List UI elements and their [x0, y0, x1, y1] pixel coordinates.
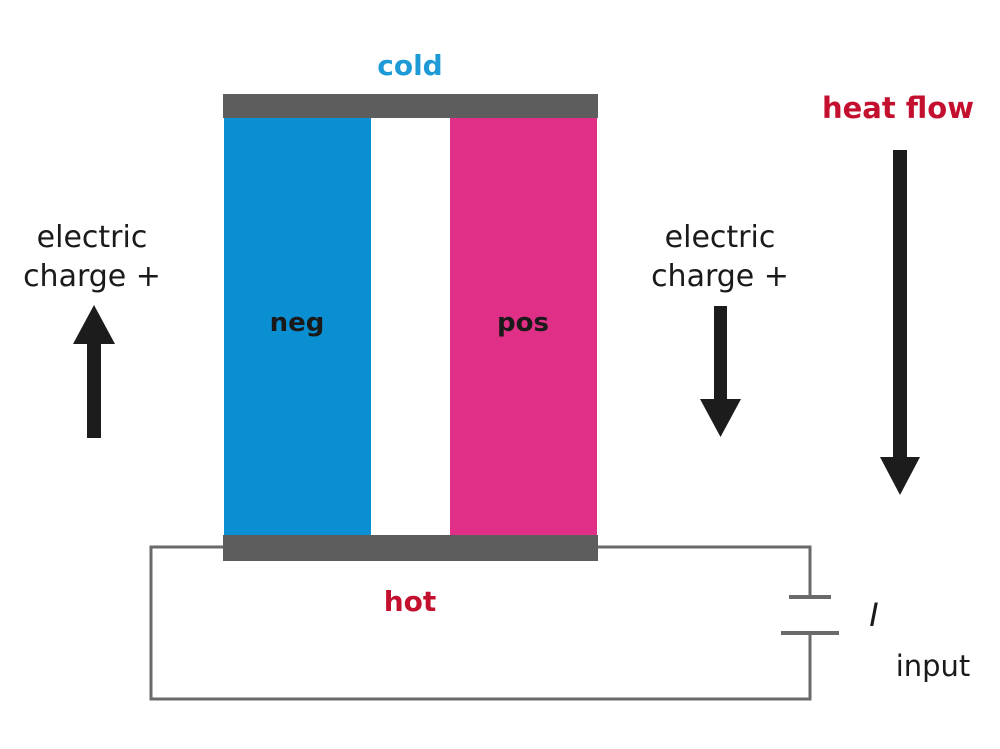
battery-symbol — [781, 595, 839, 635]
cold-label: cold — [377, 49, 442, 82]
wire-right-top — [596, 545, 812, 597]
right-charge-line2: charge + — [651, 259, 789, 294]
hot-label: hot — [384, 585, 437, 618]
left-charge-line1: electric — [37, 220, 148, 255]
heat-flow-label: heat flow — [822, 91, 974, 125]
current-symbol: I — [869, 596, 878, 634]
left-charge-line2: charge + — [23, 259, 161, 294]
right-charge-down-arrow-icon — [700, 306, 741, 437]
pos-leg — [450, 117, 597, 537]
circuit-wire — [149, 545, 812, 701]
leg-gap — [371, 117, 450, 537]
cold-plate — [223, 94, 598, 118]
wire-left-loop — [149, 545, 812, 701]
hot-plate — [223, 535, 598, 561]
pos-label: pos — [497, 308, 549, 338]
right-charge-line1: electric — [665, 220, 776, 255]
input-label: input — [896, 649, 971, 683]
neg-leg — [224, 117, 371, 537]
neg-label: neg — [270, 308, 325, 338]
left-charge-up-arrow-icon — [73, 305, 115, 438]
heat-flow-down-arrow-icon — [880, 150, 920, 495]
